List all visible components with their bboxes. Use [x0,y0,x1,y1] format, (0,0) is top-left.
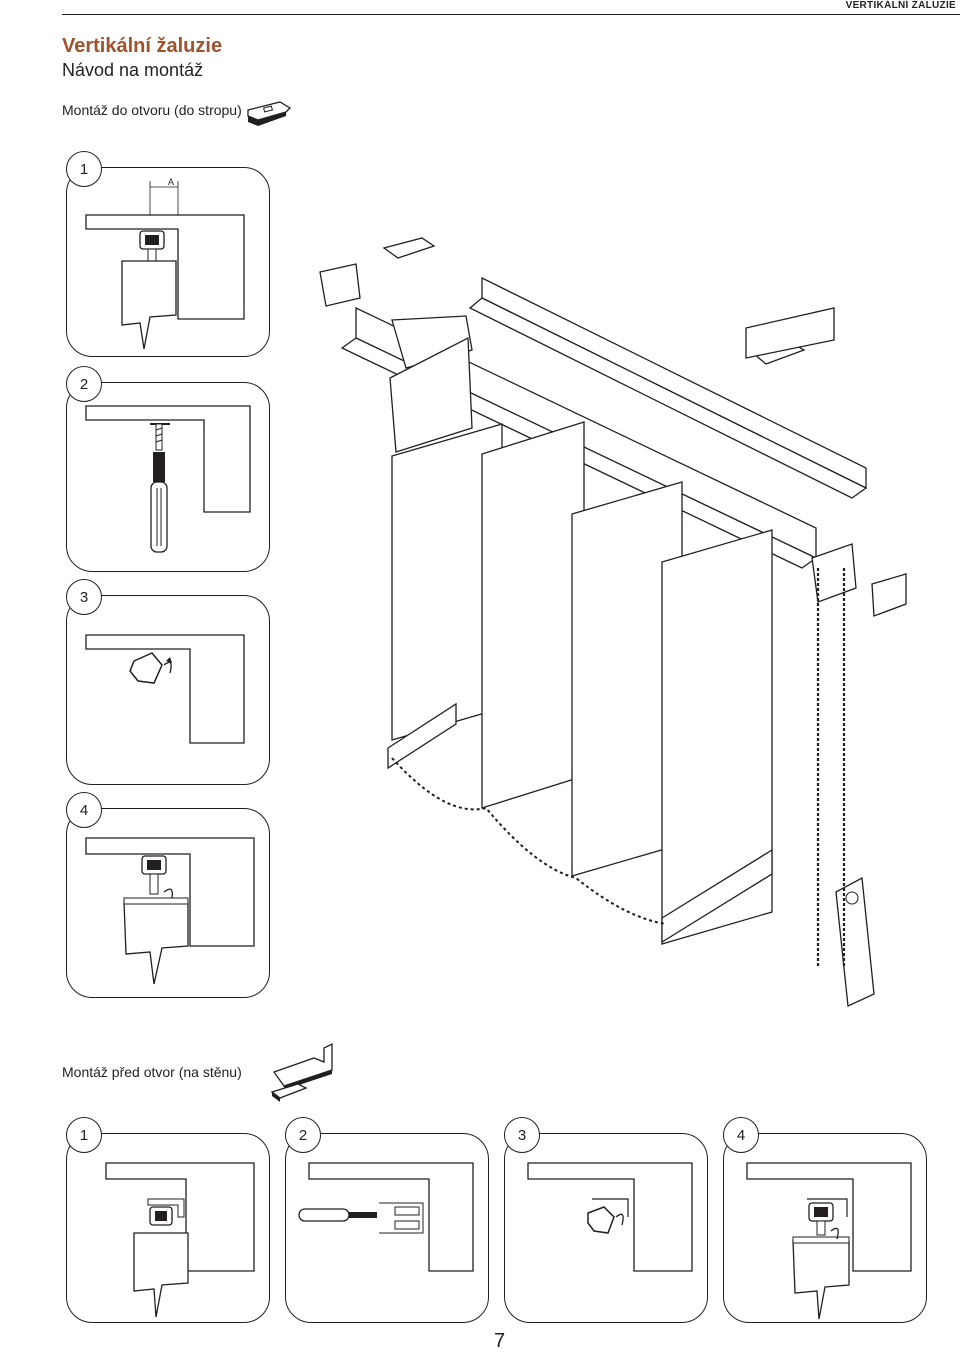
page-number: 7 [494,1330,506,1352]
wall-step-2-number: 2 [285,1117,321,1153]
wall-step-4-illustration [746,1162,912,1320]
wall-bracket-icon [270,1042,333,1102]
section-wall-label: Montáž před otvor (na stěnu) [62,1064,242,1080]
vertical-blind-assembly-illustration [319,237,907,1007]
page-title: Vertikální žaluzie [62,35,223,57]
ceiling-step-4-illustration [85,837,255,985]
dimension-a-label: A [168,177,174,187]
running-title: VERTIKÁLNÍ ŽALUZIE [845,0,956,11]
section-ceiling-label: Montáž do otvoru (do stropu) [62,102,242,118]
ceiling-step-2-number: 2 [66,366,102,402]
ceiling-clip-icon [247,101,292,126]
ceiling-step-1-illustration: A [85,177,245,350]
ceiling-step-3-number: 3 [66,579,102,615]
ceiling-step-4-number: 4 [66,792,102,828]
page-subtitle: Návod na montáž [62,60,204,80]
wall-step-4-number: 4 [723,1117,759,1153]
ceiling-step-1-number: 1 [66,151,102,187]
wall-step-1-number: 1 [66,1117,102,1153]
ceiling-step-2-illustration [85,405,251,553]
ceiling-step-3-illustration [85,634,245,744]
wall-step-1-illustration [105,1162,255,1318]
wall-step-3-illustration [527,1162,693,1272]
wall-step-2-illustration [298,1162,474,1272]
header-rule [62,14,960,15]
wall-step-3-number: 3 [504,1117,540,1153]
